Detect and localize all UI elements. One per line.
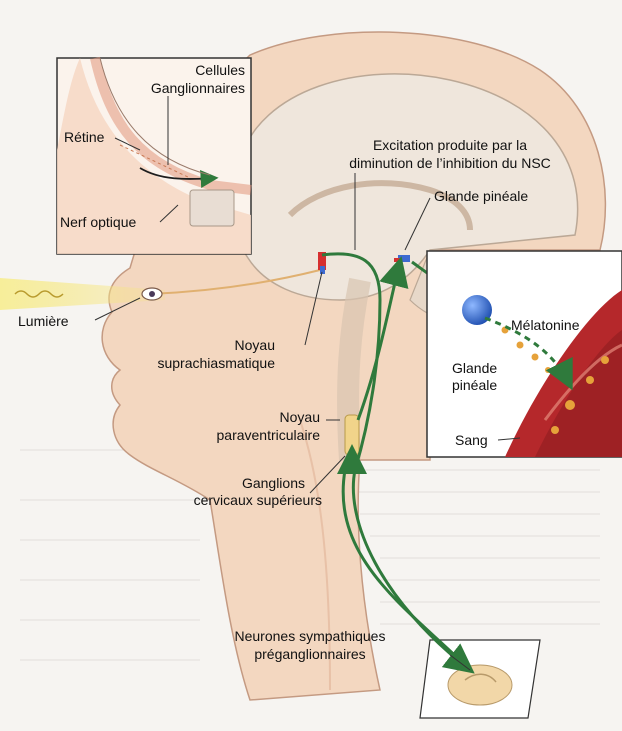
label-lumiere: Lumière — [18, 313, 69, 330]
label-excitation-1: Excitation produite par la — [330, 137, 570, 154]
label-noyau-supra-1: Noyau — [160, 337, 275, 354]
label-cellules: Cellules — [150, 62, 245, 79]
label-ganglions-2: cervicaux supérieurs — [150, 492, 322, 509]
label-neurones-2: préganglionnaires — [200, 646, 420, 663]
label-glande-inset-2: pinéale — [452, 377, 497, 394]
label-noyau-supra-2: suprachiasmatique — [130, 355, 275, 372]
cervical-ganglion — [345, 415, 359, 455]
label-sang: Sang — [455, 432, 488, 449]
pupil — [149, 291, 155, 297]
label-ganglions-1: Ganglions — [190, 475, 305, 492]
label-glande-pineale: Glande pinéale — [434, 188, 528, 205]
label-ganglionnaires: Ganglionnaires — [120, 80, 245, 97]
label-glande-inset-1: Glande — [452, 360, 497, 377]
label-neurones-1: Neurones sympathiques — [200, 628, 420, 645]
spinal-cord-section — [448, 665, 512, 705]
label-retine: Rétine — [64, 129, 104, 146]
blood-vessel-inset — [427, 251, 622, 457]
label-excitation-2: diminution de l’inhibition du NSC — [330, 155, 570, 172]
label-melatonine: Mélatonine — [511, 317, 580, 334]
label-noyau-para-2: paraventriculaire — [150, 427, 320, 444]
label-noyau-para-1: Noyau — [180, 409, 320, 426]
label-nerf-optique: Nerf optique — [60, 214, 136, 231]
